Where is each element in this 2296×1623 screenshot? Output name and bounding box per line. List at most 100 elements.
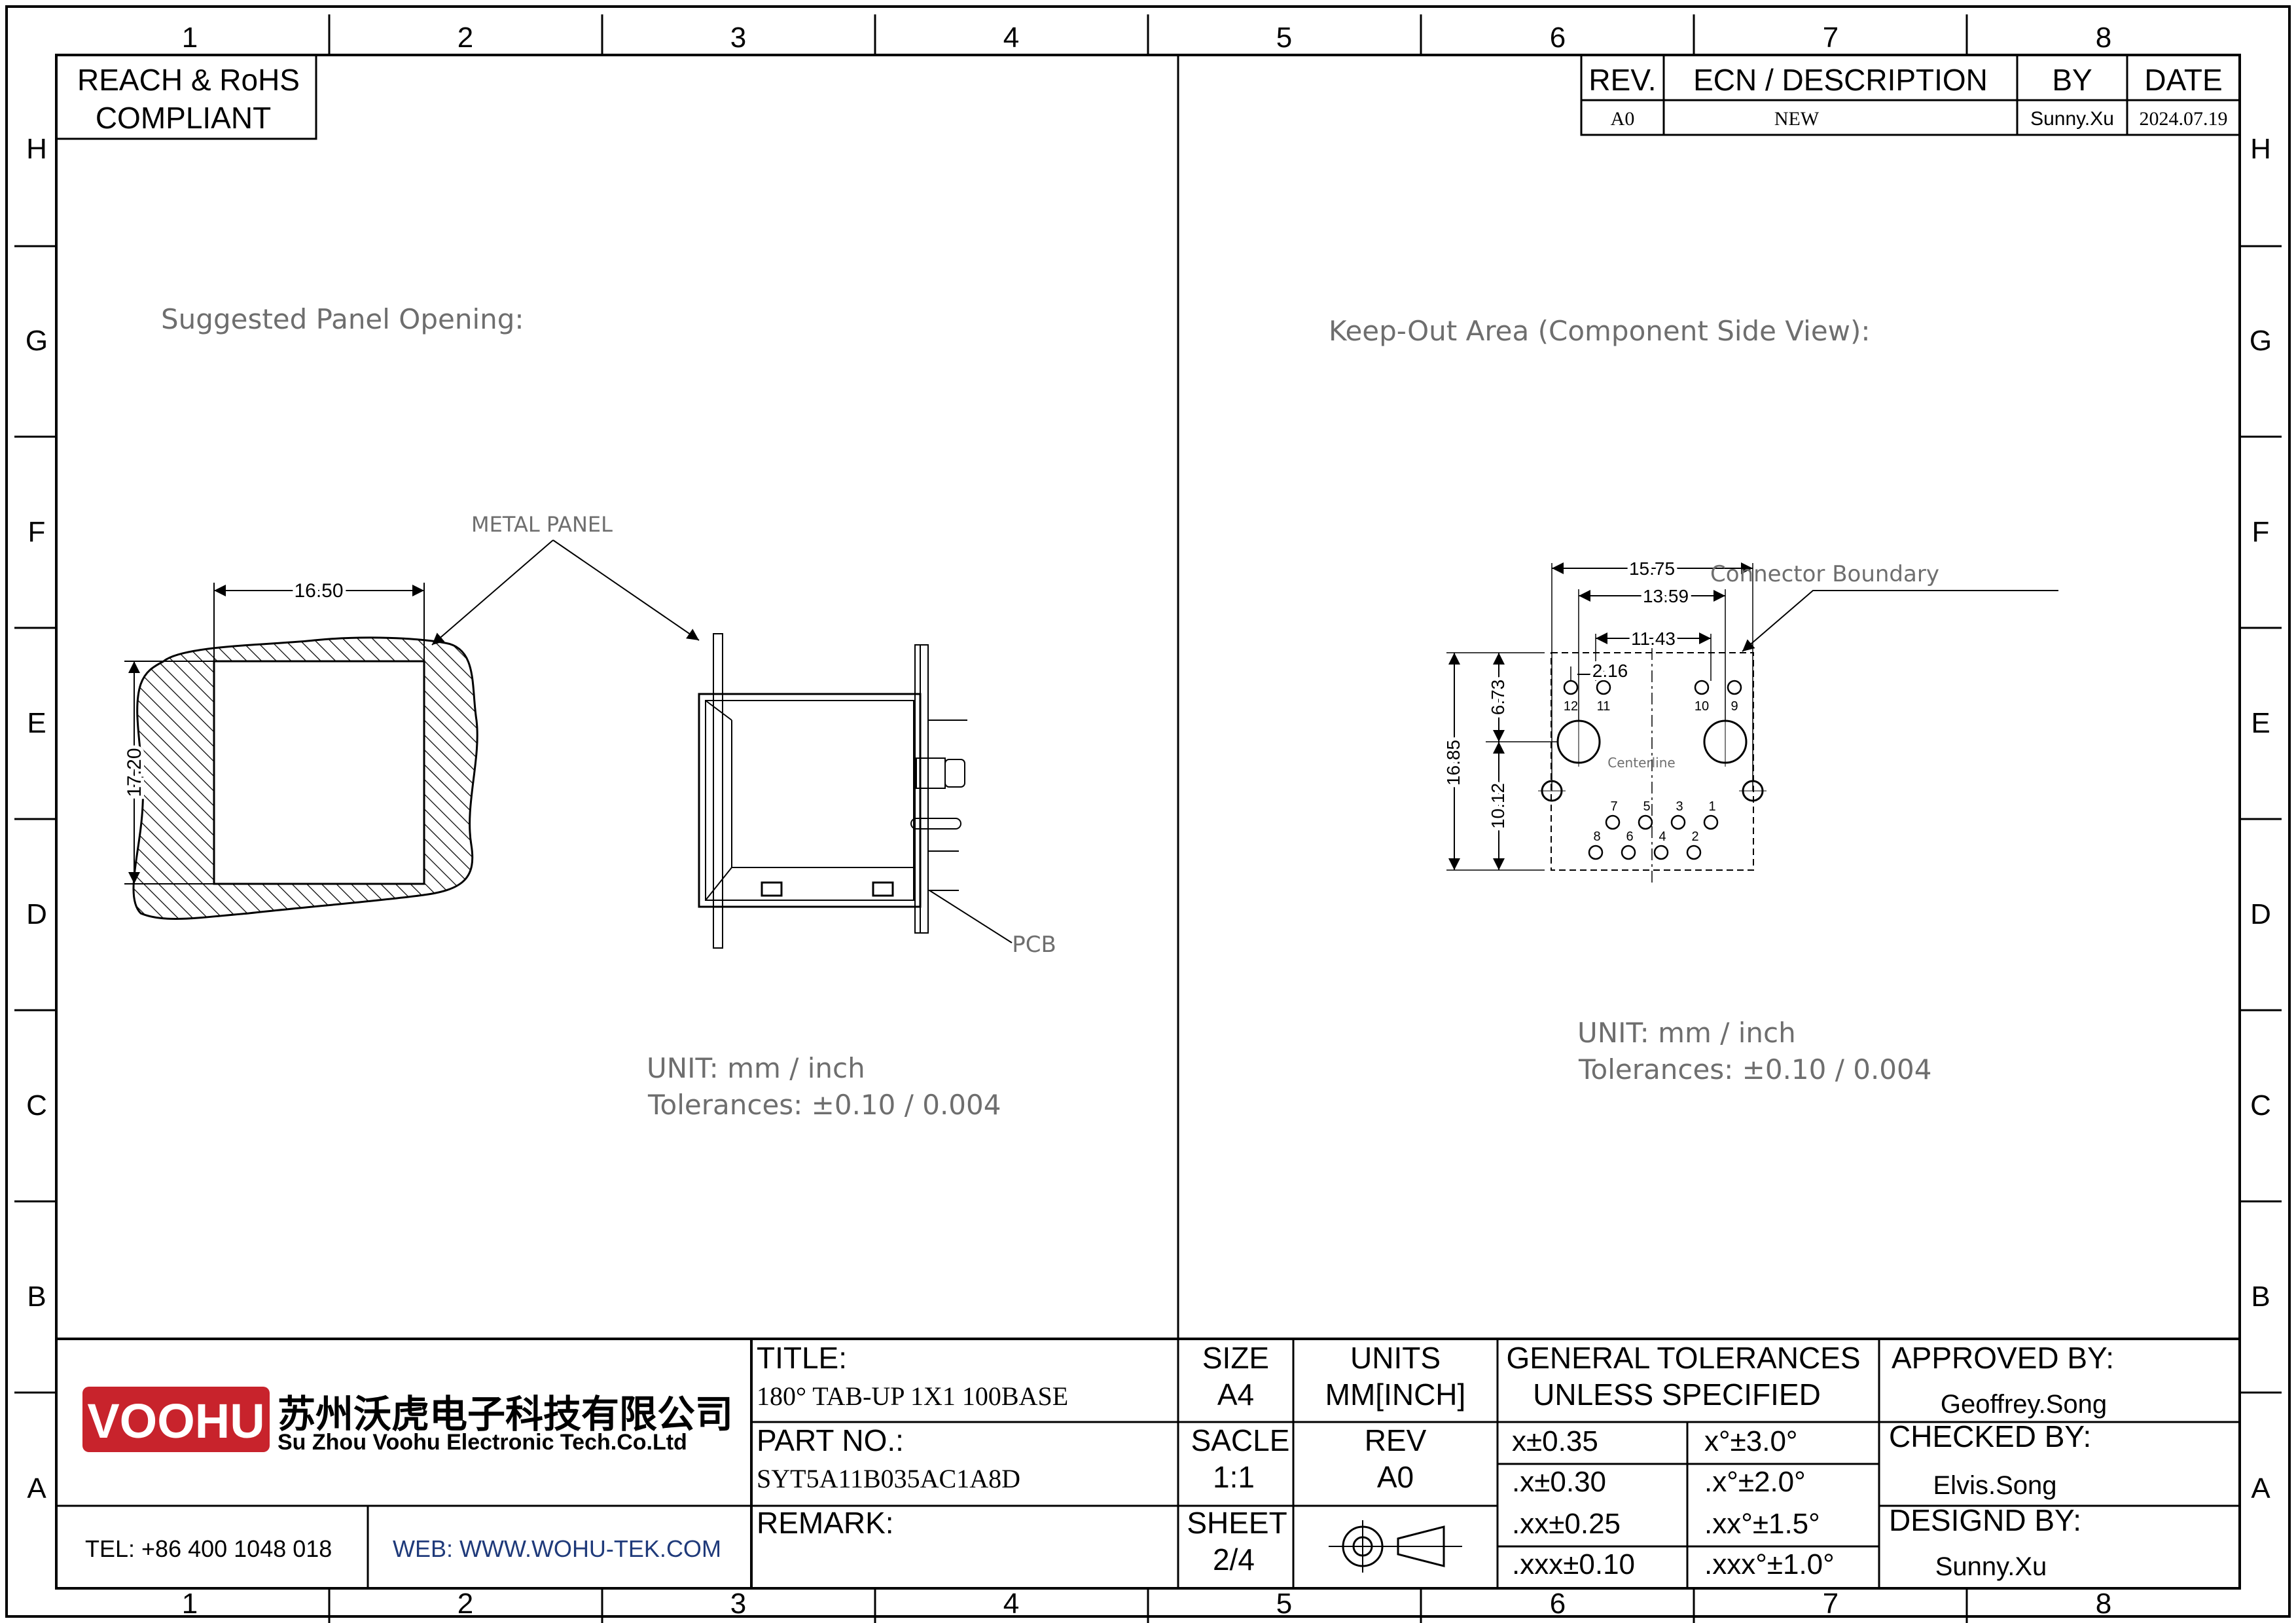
panel-opening-heading: Suggested Panel Opening:: [161, 303, 524, 335]
zone-row-label: B: [27, 1281, 46, 1313]
pin-label: 7: [1610, 799, 1617, 814]
third-angle-projection-icon: [1329, 1520, 1462, 1573]
zone-col-label: 3: [730, 22, 746, 54]
keep-out-heading: Keep-Out Area (Component Side View):: [1329, 315, 1871, 347]
zone-col-label: 7: [1823, 1588, 1839, 1620]
tol-linear: x±0.35: [1512, 1425, 1598, 1457]
size-value: A4: [1217, 1377, 1254, 1412]
logo-text: VOOHU: [87, 1394, 264, 1448]
revision-block: REV. ECN / DESCRIPTION BY DATE A0 NEW Su…: [1580, 54, 2241, 136]
zone-col-label: 7: [1823, 22, 1839, 54]
zone-col-label: 2: [457, 1588, 473, 1620]
zone-col-label: 6: [1550, 22, 1566, 54]
designed-value: Sunny.Xu: [1935, 1552, 2047, 1581]
connector-boundary-label: Connector Boundary: [1710, 561, 1939, 587]
keep-out-dimensions: 15.75 13.59 11.43 2.16 16.85 6.73 10.12: [1440, 555, 1753, 871]
part-no-value: SYT5A11B035AC1A8D: [757, 1464, 1020, 1493]
pin-label: 2: [1691, 830, 1698, 844]
right-tolerance-note: Tolerances: ±0.10 / 0.004: [1578, 1053, 1931, 1085]
approved-label: APPROVED BY:: [1892, 1341, 2114, 1375]
dim-width: 16.50: [294, 580, 343, 602]
zone-row-label: D: [2250, 898, 2271, 930]
zone-col-label: 3: [730, 1588, 746, 1620]
units-value: MM[INCH]: [1325, 1377, 1466, 1412]
company-logo: [82, 1387, 270, 1452]
tol-angular: x°±3.0°: [1704, 1425, 1798, 1457]
metal-panel-label: METAL PANEL: [471, 512, 613, 537]
zone-col-label: 8: [2096, 1588, 2111, 1620]
pin-label: 3: [1676, 799, 1683, 814]
pin-label: 11: [1597, 699, 1611, 714]
title-value: 180° TAB-UP 1X1 100BASE: [757, 1381, 1068, 1411]
zone-row-label: C: [26, 1089, 47, 1122]
zone-row-label: H: [2250, 133, 2271, 165]
company-web: WEB: WWW.WOHU-TEK.COM: [393, 1535, 721, 1562]
zone-row-label: H: [26, 133, 47, 165]
dim-15-75: 15.75: [1629, 558, 1675, 579]
company-name-cn: 苏州沃虎电子科技有限公司: [278, 1392, 733, 1436]
zone-row-label: E: [2251, 707, 2270, 739]
by-header: BY: [2052, 63, 2092, 97]
dim-6-73: 6.73: [1488, 680, 1508, 716]
gen-tol-label-1: GENERAL TOLERANCES: [1506, 1341, 1860, 1375]
pin-label: 9: [1731, 699, 1738, 714]
title-block: VOOHU 苏州沃虎电子科技有限公司 Su Zhou Voohu Electro…: [56, 1338, 2240, 1588]
designed-label: DESIGND BY:: [1889, 1503, 2081, 1537]
pcb-label: PCB: [1012, 932, 1056, 958]
zone-column-ticks: [328, 14, 1968, 1623]
centerline-label: Centerline: [1607, 755, 1675, 771]
checked-value: Elvis.Song: [1933, 1471, 2057, 1500]
zone-col-label: 1: [182, 22, 198, 54]
ecn-value: NEW: [1774, 108, 1820, 130]
company-tel: TEL: +86 400 1048 018: [85, 1535, 332, 1562]
panel-section: [713, 633, 723, 949]
dim-10-12: 10.12: [1488, 783, 1508, 829]
checked-label: CHECKED BY:: [1889, 1419, 2091, 1453]
rev-value: A0: [1611, 108, 1635, 130]
metal-panel-hatch: [132, 636, 478, 921]
zone-row-label: E: [27, 707, 46, 739]
zone-col-label: 4: [1003, 1588, 1019, 1620]
zone-col-label: 4: [1003, 22, 1019, 54]
zone-col-label: 5: [1276, 22, 1292, 54]
pin-label: 6: [1626, 830, 1633, 844]
connector-side-view: [698, 633, 967, 949]
scale-label: SACLE: [1191, 1423, 1290, 1457]
compliance-line-2: COMPLIANT: [96, 101, 271, 135]
rev-header: REV.: [1588, 63, 1656, 97]
pin-label: 12: [1564, 699, 1578, 714]
pin-label: 4: [1659, 830, 1666, 844]
dim-13-59: 13.59: [1643, 586, 1689, 606]
scale-value: 1:1: [1213, 1460, 1255, 1494]
tol-angular: .xx°±1.5°: [1704, 1508, 1820, 1540]
rev-label: REV: [1365, 1423, 1427, 1457]
tol-linear: .xx±0.25: [1512, 1508, 1621, 1540]
pin-label: 1: [1708, 799, 1715, 814]
zone-col-label: 2: [457, 22, 473, 54]
dim-height: 17.20: [124, 748, 145, 797]
size-label: SIZE: [1202, 1341, 1269, 1375]
dim-16-85: 16.85: [1443, 740, 1463, 786]
zone-row-label: F: [28, 516, 46, 548]
compliance-line-1: REACH & RoHS: [77, 63, 300, 97]
zone-row-label: C: [2250, 1089, 2271, 1122]
pin-label: 10: [1695, 699, 1709, 714]
zone-col-label: 5: [1276, 1588, 1292, 1620]
ecn-header: ECN / DESCRIPTION: [1693, 63, 1988, 97]
zone-col-label: 1: [182, 1588, 198, 1620]
zone-row-label: A: [27, 1472, 46, 1504]
tol-angular: .x°±2.0°: [1704, 1466, 1806, 1498]
title-label: TITLE:: [757, 1341, 847, 1375]
zone-col-label: 8: [2096, 22, 2111, 54]
compliance-box: REACH & RoHS COMPLIANT: [56, 55, 317, 140]
dim-11-43: 11.43: [1631, 629, 1676, 649]
company-name-en: Su Zhou Voohu Electronic Tech.Co.Ltd: [278, 1430, 687, 1455]
remark-label: REMARK:: [757, 1506, 894, 1540]
tol-linear: .xxx±0.10: [1512, 1548, 1635, 1580]
zone-row-label: F: [2252, 516, 2270, 548]
pin-label: 8: [1593, 830, 1600, 844]
keep-out-footprint: Centerline 12 11 10 9 7 5 3 1 8 6: [1538, 648, 1767, 884]
gen-tol-label-2: UNLESS SPECIFIED: [1533, 1377, 1821, 1412]
outer-frame: [5, 5, 2291, 1618]
